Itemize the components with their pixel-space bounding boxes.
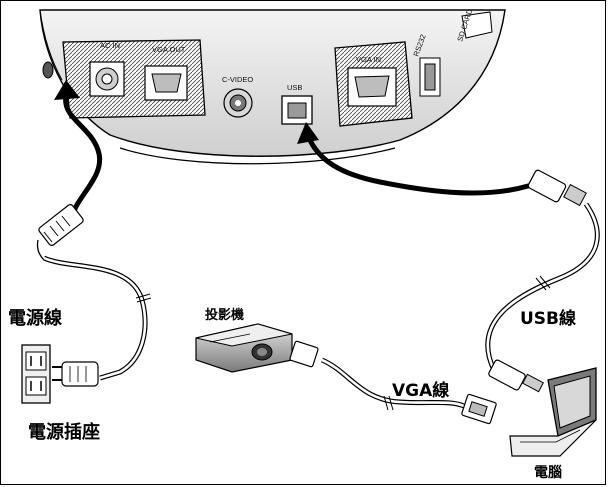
power-cable-label: 電源線 <box>8 308 62 329</box>
power-connection-arrow <box>54 80 103 225</box>
usb-connection-arrow <box>297 122 531 196</box>
power-outlet-label: 電源插座 <box>28 422 100 443</box>
wall-plug <box>52 361 99 387</box>
usb-cable-label: USB線 <box>520 309 577 329</box>
projector-icon <box>195 323 293 373</box>
power-cable <box>42 255 152 381</box>
laptop-icon <box>509 367 597 457</box>
wall-outlet <box>21 344 51 404</box>
computer-label: 電腦 <box>534 465 562 481</box>
usb-cable <box>485 169 600 393</box>
c-video-jack[interactable] <box>223 88 253 118</box>
usb-port[interactable] <box>281 95 313 125</box>
projector-label: 投影機 <box>205 308 245 323</box>
left-port-block <box>62 39 206 119</box>
port-label-vga-in: VGA IN <box>356 55 381 64</box>
right-port-block <box>334 11 493 127</box>
vga-cable-label: VGA線 <box>392 381 450 401</box>
vga-cable <box>289 340 497 425</box>
side-screw-icon <box>42 61 54 79</box>
power-plug-connector <box>36 204 84 261</box>
port-label-vga-out: VGA OUT <box>152 45 186 54</box>
sd-card-slot[interactable] <box>461 11 493 39</box>
port-label-ac-in: AC IN <box>100 41 120 50</box>
port-label-c-video: C-VIDEO <box>222 75 253 84</box>
port-label-usb: USB <box>287 83 302 92</box>
